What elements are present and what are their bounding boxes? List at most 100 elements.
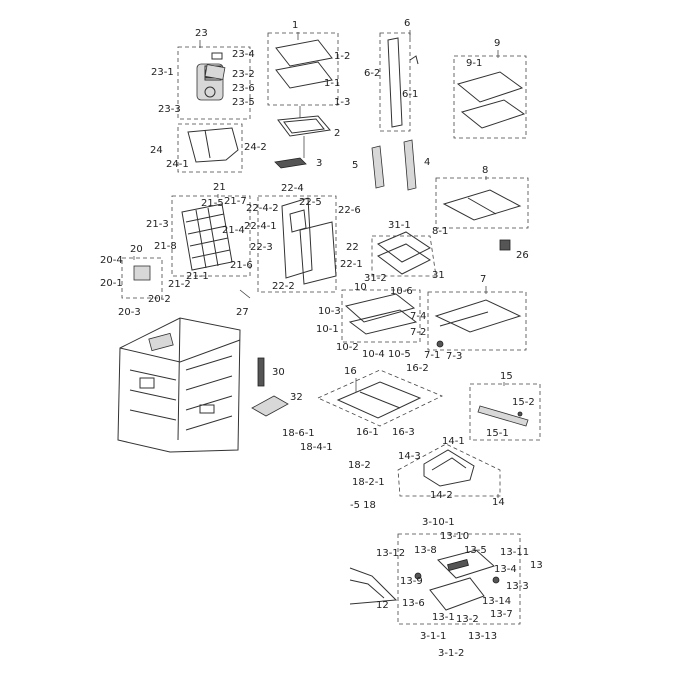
shelf-9-upper xyxy=(456,71,524,103)
label-13: 13 xyxy=(530,560,543,571)
label-10-2: 10-2 xyxy=(336,342,359,353)
panel-22-window xyxy=(289,209,307,233)
shelf-8 xyxy=(442,189,522,221)
label-14-2: 14-2 xyxy=(430,490,453,501)
label-26: 26 xyxy=(516,250,529,261)
group-6-box xyxy=(379,32,411,132)
label-21-3: 21-3 xyxy=(146,219,169,230)
group-22-box xyxy=(257,195,337,293)
label-18: -5 18 xyxy=(350,500,376,511)
group-23-box xyxy=(177,46,251,120)
group-9-box xyxy=(453,55,527,139)
shelf-1-lower xyxy=(275,61,333,89)
label-3-10-1: 3-10-1 xyxy=(422,517,455,528)
label-18-6-1: 18-6-1 xyxy=(282,428,315,439)
bin-14-rim xyxy=(431,457,467,471)
label-22-1: 22-1 xyxy=(340,259,363,270)
label-9: 9 xyxy=(494,38,500,49)
shelf-9-lower xyxy=(460,99,526,129)
label-3: 3 xyxy=(316,158,322,169)
label-20-1: 20-1 xyxy=(100,278,123,289)
label-5: 5 xyxy=(352,160,358,171)
rail-15 xyxy=(477,405,529,427)
label-20-2: 20-2 xyxy=(148,294,171,305)
label-23-6: 23-6 xyxy=(232,83,255,94)
group-7-box xyxy=(427,291,527,351)
cover-3 xyxy=(274,157,307,169)
label-13-4: 13-4 xyxy=(494,564,517,575)
label-10-6: 10-6 xyxy=(390,286,413,297)
label-20: 20 xyxy=(130,244,143,255)
label-16-3: 16-3 xyxy=(392,427,415,438)
label-2: 2 xyxy=(334,128,340,139)
panel-13-upper xyxy=(437,549,495,579)
group-24-box xyxy=(177,123,243,173)
group-1-box xyxy=(267,32,339,106)
group-10-box xyxy=(341,289,421,343)
shelf-10-lower xyxy=(348,309,418,335)
label-21-1: 21-1 xyxy=(186,271,209,282)
label-7-2: 7-2 xyxy=(410,327,426,338)
strip-30 xyxy=(257,357,265,387)
label-21-7: 21-7 xyxy=(224,196,247,207)
label-18-2: 18-2 xyxy=(348,460,371,471)
label-21: 21 xyxy=(213,182,226,193)
label-6: 6 xyxy=(404,18,410,29)
label-20-4: 20-4 xyxy=(100,255,123,266)
label-24-1: 24-1 xyxy=(166,159,189,170)
label-3-1-2: 3-1-2 xyxy=(438,648,464,659)
label-6-1: 6-1 xyxy=(402,89,418,100)
label-10-1: 10-1 xyxy=(316,324,339,335)
label-4: 4 xyxy=(424,157,430,168)
label-15-1: 15-1 xyxy=(486,428,509,439)
label-13-5: 13-5 xyxy=(464,545,487,556)
tray-2-inner xyxy=(283,118,325,134)
part-26 xyxy=(499,239,511,251)
leader-lines xyxy=(133,30,505,498)
label-22-4: 22-4 xyxy=(281,183,304,194)
label-1-1: 1-1 xyxy=(324,78,340,89)
label-16: 16 xyxy=(344,366,357,377)
label-7: 7 xyxy=(480,274,486,285)
screw-15-2 xyxy=(517,411,523,417)
clip-7-1 xyxy=(436,340,444,348)
label-23-3: 23-3 xyxy=(158,104,181,115)
label-23-5: 23-5 xyxy=(232,97,255,108)
group-31-box xyxy=(371,235,437,277)
rail-4 xyxy=(403,139,417,191)
refrigerator-cabinet xyxy=(117,317,241,453)
label-21-6: 21-6 xyxy=(230,260,253,271)
label-10-4: 10-4 xyxy=(362,349,385,360)
label-31-2: 31-2 xyxy=(364,273,387,284)
label-23: 23 xyxy=(195,28,208,39)
ice-bucket xyxy=(187,127,239,163)
label-23-2: 23-2 xyxy=(232,69,255,80)
tray-16 xyxy=(336,381,422,419)
label-10: 10 xyxy=(354,282,367,293)
label-24-2: 24-2 xyxy=(244,142,267,153)
tray-12 xyxy=(349,567,398,605)
label-22-2: 22-2 xyxy=(272,281,295,292)
frame-21-grid xyxy=(185,207,231,269)
knob-13-12 xyxy=(414,572,422,580)
ice-bucket-divider xyxy=(204,129,211,159)
bin-14 xyxy=(423,449,475,487)
label-3-1-1: 3-1-1 xyxy=(420,631,446,642)
frame-21 xyxy=(181,203,233,271)
panel-13-lower xyxy=(429,577,485,611)
knob-13-3 xyxy=(492,576,500,584)
label-6-2: 6-2 xyxy=(364,68,380,79)
label-31-1: 31-1 xyxy=(388,220,411,231)
label-13-12: 13-12 xyxy=(376,548,405,559)
label-16-1: 16-1 xyxy=(356,427,379,438)
tray-31-lower xyxy=(377,243,431,275)
control-13-5 xyxy=(447,559,469,571)
label-18-4-1: 18-4-1 xyxy=(300,442,333,453)
label-13-7: 13-7 xyxy=(490,609,513,620)
label-18-2-1: 18-2-1 xyxy=(352,477,385,488)
label-1-2: 1-2 xyxy=(334,51,350,62)
label-23-4: 23-4 xyxy=(232,49,255,60)
label-8: 8 xyxy=(482,165,488,176)
